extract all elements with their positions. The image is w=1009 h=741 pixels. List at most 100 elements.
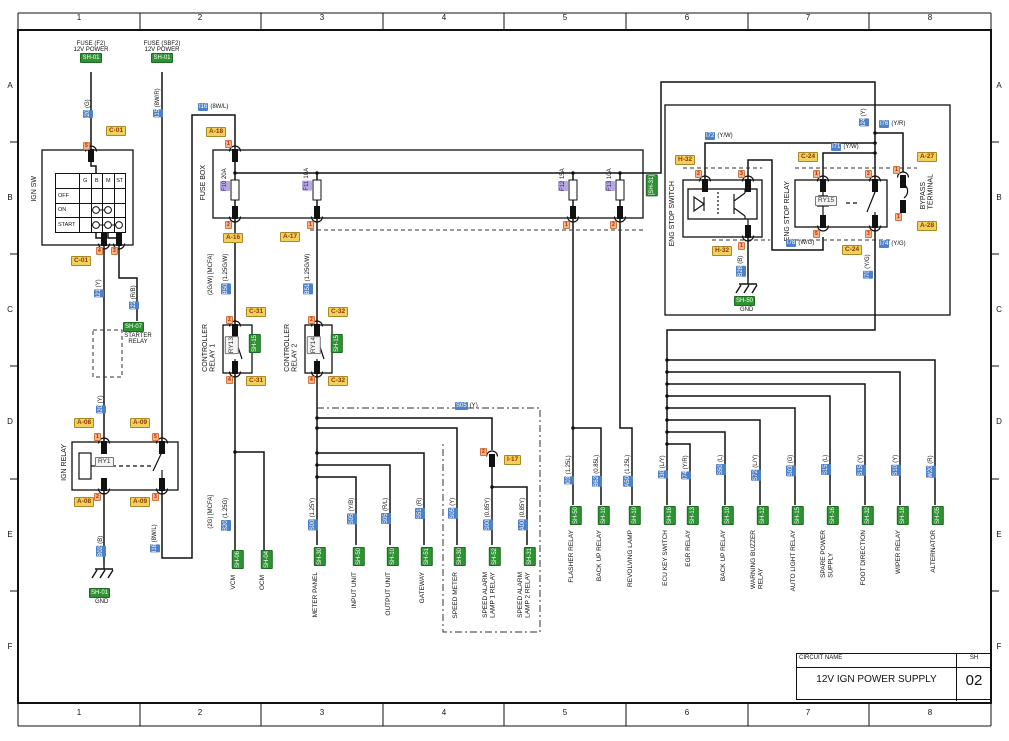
component-name: METER PANEL [312,572,319,618]
relay-id-tag: RY13 [224,336,241,355]
diode-symbol [693,195,706,213]
wire-label: S15(L) [821,455,831,476]
eng-stop-group-box [664,104,951,316]
wire-label: B20(1.25G) [221,498,231,532]
component-name: EGR RELAY [685,530,692,567]
component-name: FLASHER RELAY [568,530,575,583]
wire-label: I76(Y/R) [879,120,906,128]
wire-label: S72(L/Y) [751,455,761,481]
connector-tag: A-16 [223,233,244,243]
ign-sw-contact-table: G B M ST OFF ON START [55,173,126,234]
connector-tag: A-09 [130,497,151,507]
connector-tag: C-31 [246,376,267,386]
wire-label: S05(Y) [455,402,478,410]
sheet-ref-tag: SH-18 [895,506,912,526]
eng-stop-switch-box [682,179,763,238]
component-boxes [41,104,951,491]
frame-row-label: F [996,642,1002,651]
pin-number: 2 [480,448,487,456]
fuse-label: F1020A [220,168,230,192]
pin-number: 5 [83,142,90,150]
fuse-label: F1215A [558,168,568,192]
frame-col-label: 5 [562,708,568,717]
connector-tag: C-32 [328,376,349,386]
pin-number: 4 [96,247,103,255]
sheet-ref-tag: SH-05 [930,506,947,526]
component-name: OUTPUT UNIT [385,572,392,616]
pin-number: 2 [865,170,872,178]
frame-col-label: 2 [197,13,203,22]
sheet-ref-tag: SH-10 [596,506,613,526]
relay-id-tag: RY14 [306,336,323,355]
wire-label: I16(8W/L) [198,103,229,111]
component-name: FOOT DIRECTION [860,530,867,586]
eng-stop-relay-box [794,179,888,228]
frame-col-label: 5 [562,13,568,22]
wire-label: S05(Y) [448,498,458,519]
title-block-header: CIRCUIT NAME [799,655,843,661]
component-name: ALTERNATOR [930,530,937,573]
connector-tag: A-09 [130,418,151,428]
sheet-ref-tag: SH-15 [329,334,346,354]
sheet-ref-tag: [SH-31] [644,174,661,197]
pin-number: 1 [738,242,745,250]
component-title: IGN SW [31,176,38,202]
component-title: FUSE BOX [200,165,207,201]
sheet-ref-tag: SH-30 [312,547,329,567]
wire-label: S10(Y) [891,455,901,476]
pin-number: 3 [152,493,159,501]
component-name: BACK UP RELAY [596,530,603,582]
frame-row-label: B [996,193,1002,202]
dashed-lines [92,167,917,633]
pin-number: 3 [865,230,872,238]
fuse-box [212,149,644,219]
wire-label: I20(G) [83,99,93,119]
connector-tag: C-01 [71,256,92,266]
frame-row-label: C [996,305,1002,314]
frame-row-label: B [7,193,13,202]
fuse-label: F1110A [302,168,312,191]
wire-label: I22(R/B) [129,285,139,310]
sheet-ref-tag: SH-30 [452,547,469,567]
title-block: CIRCUIT NAME 12V IGN POWER SUPPLY SH 02 [796,653,991,701]
component-name: BACK UP RELAY [720,530,727,582]
component-name: INPUT UNIT [351,572,358,609]
pin-number: 3 [738,170,745,178]
wires [90,72,936,563]
wire-label: I21(Y) [94,279,104,298]
connector-tag: C-01 [106,126,127,136]
frame-row-label: D [7,417,13,426]
connector-tag: C-31 [246,307,267,317]
wire-label: I71(Y/W) [831,143,859,151]
frame-col-label: 4 [441,13,447,22]
sheet-ref-tag: SH-01 [89,588,111,598]
component-name: ECU KEY SWITCH [662,530,669,586]
wire-label: A00(0.85Y) [518,498,528,531]
col-header: ST [114,174,126,189]
wire-label: I15(8W/R) [153,88,163,118]
frame-row-label: D [996,417,1002,426]
transistor-symbol [733,189,746,219]
frame-row-label: E [7,530,13,539]
component-name: REVOLVING LAMP [627,530,634,587]
wire-label: B51(1.25G/W) [303,254,313,295]
wire-label: S00(1.25Y) [308,498,318,531]
sheet-ref-tag: SH-50 [351,547,368,567]
connector-tag: I-17 [504,455,522,465]
frame-row-label: A [996,81,1002,90]
frame-row-label: E [996,530,1002,539]
sheet-ref-tag: SH-07 [123,322,145,332]
relay-id-tag: RY15 [815,196,838,206]
component-name: GATEWAY [419,572,426,604]
pin-number: 3 [111,247,118,255]
wire-label: B50(1.25G/W) [221,254,231,295]
sheet-ref-tag: SH-16 [662,506,679,526]
